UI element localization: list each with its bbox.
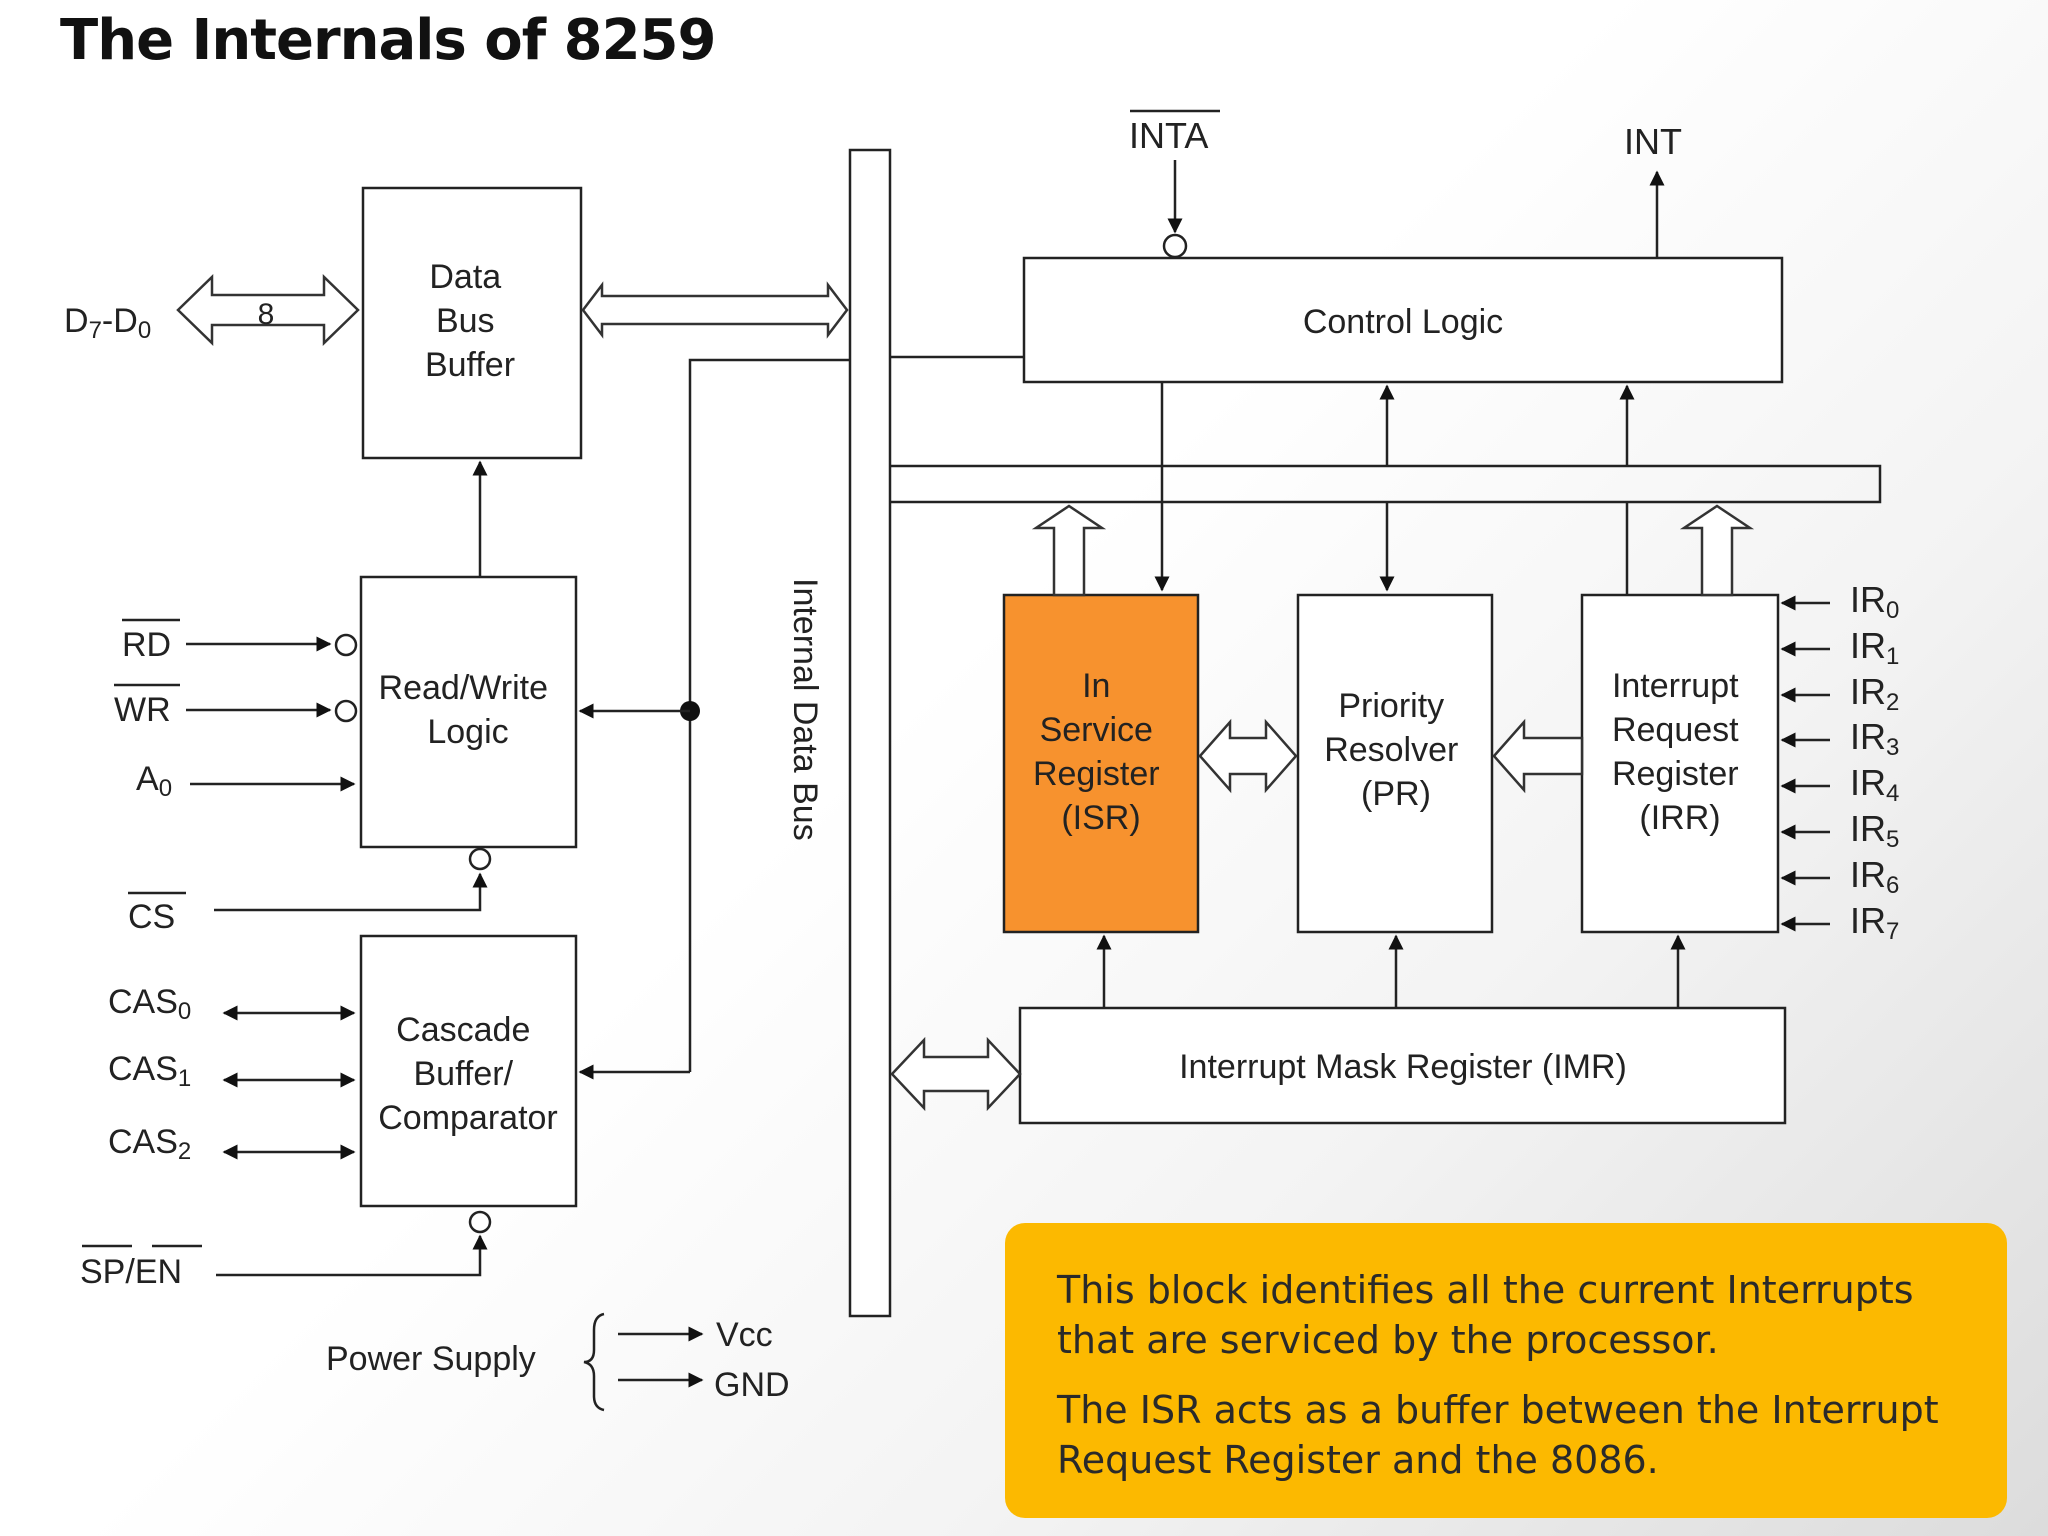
- ir4-label: IR4: [1850, 762, 1899, 807]
- ir-inputs: IR0 IR1 IR2 IR3 IR4 IR5 IR6 IR7: [1780, 579, 1899, 945]
- data-lines-label: D7-D0: [64, 302, 151, 344]
- gnd-label: GND: [714, 1366, 790, 1404]
- isr-label: In Service Register (ISR): [1033, 667, 1169, 837]
- power-supply-label: Power Supply: [326, 1340, 536, 1378]
- callout-box: This block identifies all the current In…: [1005, 1223, 2007, 1518]
- callout-line-2: The ISR acts as a buffer between the Int…: [1057, 1388, 1939, 1482]
- ir0-label: IR0: [1850, 579, 1899, 624]
- bus-imr-arrow: [890, 1036, 1022, 1112]
- cas1-label: CAS1: [108, 1050, 191, 1092]
- pr-label: Priority Resolver (PR): [1324, 687, 1468, 813]
- isr-block: [1002, 593, 1200, 934]
- power-brace: [583, 1312, 605, 1412]
- vcc-label: Vcc: [716, 1316, 773, 1354]
- cs-line: [214, 872, 488, 912]
- read-write-logic-label: Read/Write Logic: [379, 669, 558, 751]
- page-title: The Internals of 8259: [60, 8, 716, 73]
- cas2-label: CAS2: [108, 1123, 191, 1165]
- cs-label: CS: [128, 898, 175, 936]
- isr-pr-arrow: [1198, 718, 1298, 794]
- imr-block: [1018, 1006, 1787, 1125]
- imr-label: Interrupt Mask Register (IMR): [1179, 1048, 1627, 1086]
- sp-en-label: SP/EN: [80, 1253, 182, 1291]
- data-lines-arrow: [176, 274, 360, 346]
- cascade-buffer-label: Cascade Buffer/ Comparator: [378, 1011, 558, 1137]
- bus-branch-line: [688, 358, 850, 1072]
- ir2-label: IR2: [1850, 671, 1899, 716]
- control-logic-label: Control Logic: [1303, 303, 1503, 341]
- wr-inverter: [334, 699, 358, 723]
- ir3-label: IR3: [1850, 716, 1899, 761]
- cas0-label: CAS0: [108, 983, 191, 1025]
- wr-label: WR: [114, 691, 171, 729]
- irr-block: [1580, 593, 1780, 934]
- control-logic-block: [1022, 256, 1784, 384]
- pr-block: [1296, 593, 1494, 934]
- buffer-bus-arrow: [581, 281, 849, 339]
- rd-label: RD: [122, 626, 171, 664]
- internal-data-bus-label: Internal Data Bus: [786, 578, 824, 841]
- ir6-label: IR6: [1850, 854, 1899, 899]
- cs-inverter: [468, 847, 492, 871]
- ir5-label: IR5: [1850, 808, 1899, 853]
- read-write-logic-block: [359, 575, 578, 849]
- sp-en-line: [216, 1234, 488, 1277]
- inta-inverter: [1162, 233, 1188, 259]
- callout-line-1: This block identifies all the current In…: [1057, 1268, 1914, 1362]
- isr-up-arrow: [1031, 504, 1107, 597]
- ir1-label: IR1: [1850, 625, 1899, 670]
- rd-inverter: [334, 633, 358, 657]
- int-label: INT: [1624, 121, 1682, 162]
- data-bus-buffer-block: [361, 186, 583, 460]
- cascade-buffer-block: [359, 934, 578, 1208]
- data-width-label: 8: [258, 298, 275, 331]
- inta-label: INTA: [1129, 115, 1208, 156]
- irr-pr-arrow: [1492, 718, 1584, 794]
- irr-label: Interrupt Request Register (IRR): [1612, 667, 1748, 837]
- ir7-label: IR7: [1850, 900, 1899, 945]
- data-bus-buffer-label: Data Bus Buffer: [425, 258, 515, 384]
- a0-label: A0: [136, 760, 172, 802]
- internal-data-bus: [848, 148, 892, 1318]
- upper-control-bus: [890, 355, 1882, 504]
- sp-en-inverter: [468, 1210, 492, 1234]
- irr-up-arrow: [1679, 504, 1755, 597]
